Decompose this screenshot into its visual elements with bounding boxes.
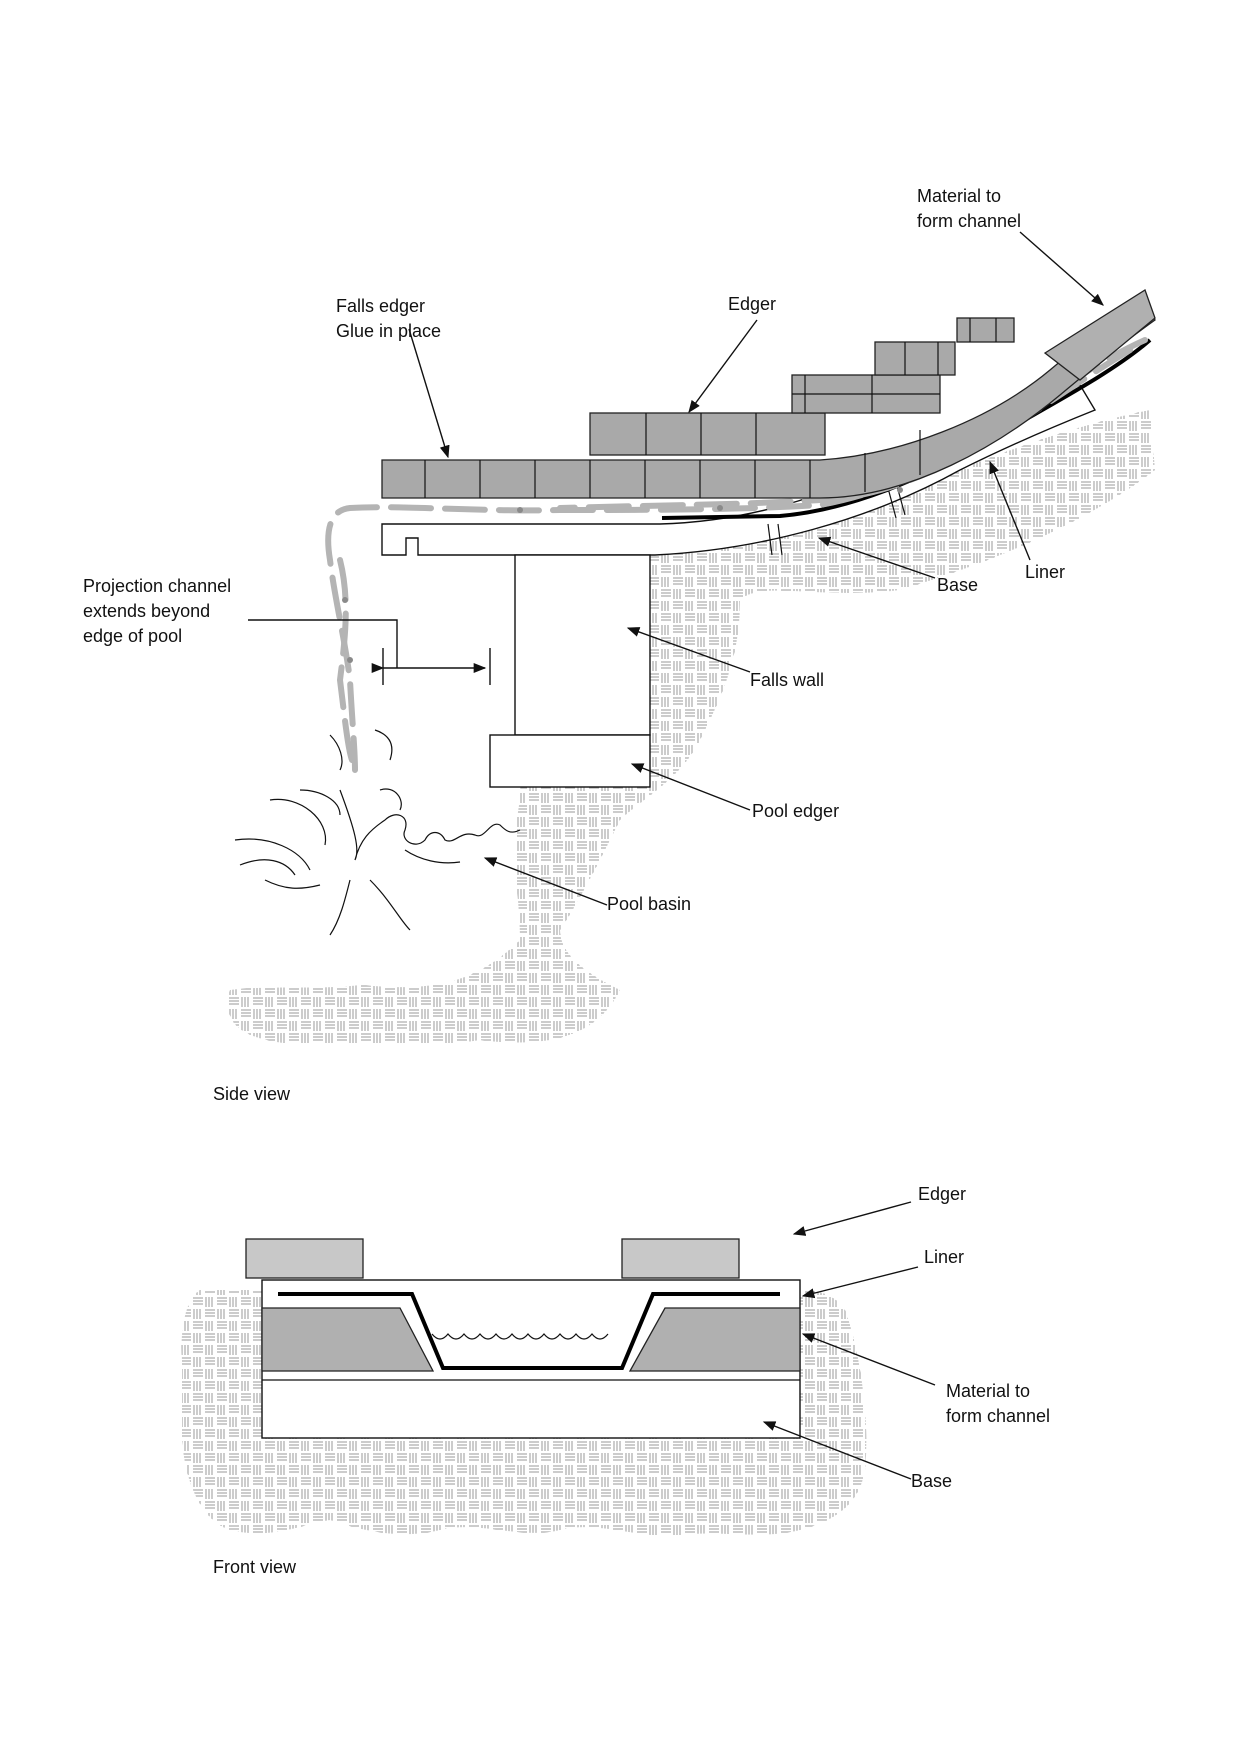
label-projection-channel: Projection channel extends beyond edge o… xyxy=(83,576,236,646)
front-label-material-to-form-channel: Material to form channel xyxy=(946,1381,1050,1426)
side-ground xyxy=(228,410,1155,1045)
front-label-base: Base xyxy=(911,1471,952,1491)
front-label-edger: Edger xyxy=(918,1184,966,1204)
label-falls-wall: Falls wall xyxy=(750,670,824,690)
base-joint xyxy=(777,523,783,556)
falls-edger xyxy=(381,293,1156,499)
water-surface xyxy=(431,1333,609,1340)
label-pool-edger: Pool edger xyxy=(752,801,839,821)
edger-stack xyxy=(589,317,1015,456)
front-edger-left xyxy=(245,1238,364,1279)
front-edger-right xyxy=(621,1238,740,1279)
side-leaders xyxy=(248,231,1104,906)
caption-front-view: Front view xyxy=(213,1557,297,1577)
front-channel-material-right xyxy=(628,1307,801,1372)
base-joint xyxy=(767,523,773,556)
base-joint xyxy=(887,487,897,519)
splash xyxy=(234,729,521,936)
front-view: Edger Liner Material to form channel Bas… xyxy=(181,1184,1050,1577)
side-view: Material to form channel Edger Falls edg… xyxy=(83,186,1156,1104)
pool-edger xyxy=(489,734,651,788)
label-liner: Liner xyxy=(1025,562,1065,582)
label-falls-edger: Falls edger Glue in place xyxy=(336,296,441,341)
front-channel-material-left xyxy=(261,1307,435,1372)
falls-wall xyxy=(514,554,651,736)
label-base: Base xyxy=(937,575,978,595)
label-edger: Edger xyxy=(728,294,776,314)
label-pool-basin: Pool basin xyxy=(607,894,691,914)
label-material-to-form-channel: Material to form channel xyxy=(917,186,1021,231)
front-liner xyxy=(278,1292,780,1370)
front-label-liner: Liner xyxy=(924,1247,964,1267)
channel-material xyxy=(1043,289,1156,381)
caption-side-view: Side view xyxy=(213,1084,291,1104)
